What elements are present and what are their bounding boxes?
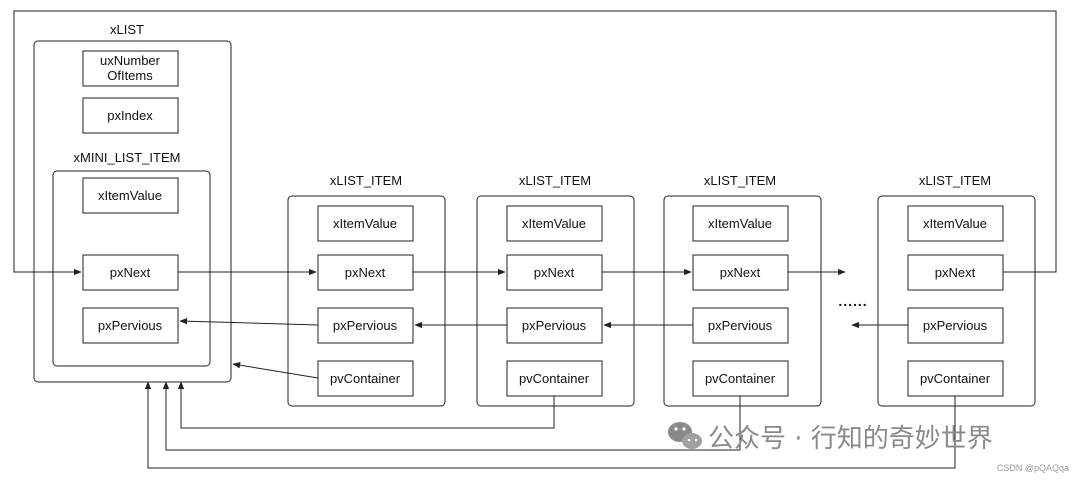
- uxnumberofitems-label-line1: uxNumber: [100, 53, 161, 68]
- wechat-icon: [668, 422, 702, 449]
- list-item-1-pxprevious-box: [317, 307, 414, 344]
- list-item-3-xitemvalue-label: xItemValue: [708, 216, 772, 231]
- list-item-1-xitemvalue-label: xItemValue: [333, 216, 397, 231]
- list-item-3-box: [663, 195, 822, 407]
- list-item-3-pxprevious-label: pxPervious: [708, 318, 773, 333]
- xmini-list-item-box: [52, 170, 211, 367]
- xmini-list-item-title: xMINI_LIST_ITEM: [74, 150, 181, 165]
- list-item-3-pxnext-label: pxNext: [720, 265, 761, 280]
- arrow-item4-container-to-list: [144, 381, 956, 469]
- xlist-title: xLIST: [110, 22, 144, 37]
- arrow-item1-container-to-list: [232, 362, 319, 379]
- arrow-item3-container-to-list: [162, 381, 741, 451]
- list-item-2-pxnext-label: pxNext: [534, 265, 575, 280]
- arrow-item1-prev-to-mini: [179, 318, 319, 326]
- xlist-structure: xLIST uxNumber OfItems pxIndex xMINI_LIS…: [33, 22, 232, 383]
- list-item-1-pvcontainer-box: [317, 360, 414, 397]
- mini-xitemvalue-box: [82, 177, 179, 214]
- ellipsis: ......: [838, 293, 867, 309]
- list-item-3-pvcontainer-label: pvContainer: [705, 371, 776, 386]
- list-item-1-title: xLIST_ITEM: [330, 173, 402, 188]
- list-item-4-title: xLIST_ITEM: [919, 173, 991, 188]
- mini-pxprevious-box: [82, 307, 179, 344]
- watermark: 公众号 · 行知的奇妙世界: [668, 422, 993, 454]
- list-item-3: xLIST_ITEM xItemValue pxNext pxPervious …: [663, 173, 822, 407]
- list-item-2-pxprevious-label: pxPervious: [522, 318, 587, 333]
- connectors: [13, 10, 1057, 469]
- list-item-1-box: [287, 195, 446, 407]
- pxindex-box: [82, 97, 179, 134]
- pxindex-label: pxIndex: [107, 108, 153, 123]
- list-item-2-title: xLIST_ITEM: [519, 173, 591, 188]
- list-item-1: xLIST_ITEM xItemValue pxNext pxPervious …: [287, 173, 446, 407]
- csdn-credit: CSDN @pQAQqa: [997, 463, 1069, 473]
- list-item-2-xitemvalue-box: [506, 205, 603, 242]
- xlist-box: [33, 40, 232, 383]
- mini-pxprevious-label: pxPervious: [98, 318, 163, 333]
- uxnumberofitems-label-line2: OfItems: [107, 68, 153, 83]
- list-item-4-xitemvalue-box: [907, 205, 1004, 242]
- list-item-4-pxnext-label: pxNext: [935, 265, 976, 280]
- list-item-2-pvcontainer-label: pvContainer: [519, 371, 590, 386]
- list-item-2-box: [476, 195, 635, 407]
- list-item-2-xitemvalue-label: xItemValue: [522, 216, 586, 231]
- arrow-last-next-wrap-to-mini: [13, 10, 1057, 276]
- list-item-4-pxprevious-label: pxPervious: [923, 318, 988, 333]
- list-item-4-box: [877, 195, 1036, 407]
- list-item-3-xitemvalue-box: [692, 205, 789, 242]
- list-item-3-title: xLIST_ITEM: [704, 173, 776, 188]
- mini-xitemvalue-label: xItemValue: [98, 188, 162, 203]
- list-item-1-pxprevious-label: pxPervious: [333, 318, 398, 333]
- mini-pxnext-label: pxNext: [110, 265, 151, 280]
- arrow-item2-container-to-list: [177, 381, 555, 429]
- list-item-4-xitemvalue-label: xItemValue: [923, 216, 987, 231]
- list-item-1-xitemvalue-box: [317, 205, 414, 242]
- list-item-4: xLIST_ITEM xItemValue pxNext pxPervious …: [877, 173, 1036, 407]
- uxnumberofitems-box: [82, 50, 179, 87]
- list-item-1-pvcontainer-label: pvContainer: [330, 371, 401, 386]
- watermark-text: 公众号 · 行知的奇妙世界: [708, 424, 993, 454]
- list-item-4-pvcontainer-label: pvContainer: [920, 371, 991, 386]
- list-item-2: xLIST_ITEM xItemValue pxNext pxPervious …: [476, 173, 635, 407]
- list-item-1-pxnext-label: pxNext: [345, 265, 386, 280]
